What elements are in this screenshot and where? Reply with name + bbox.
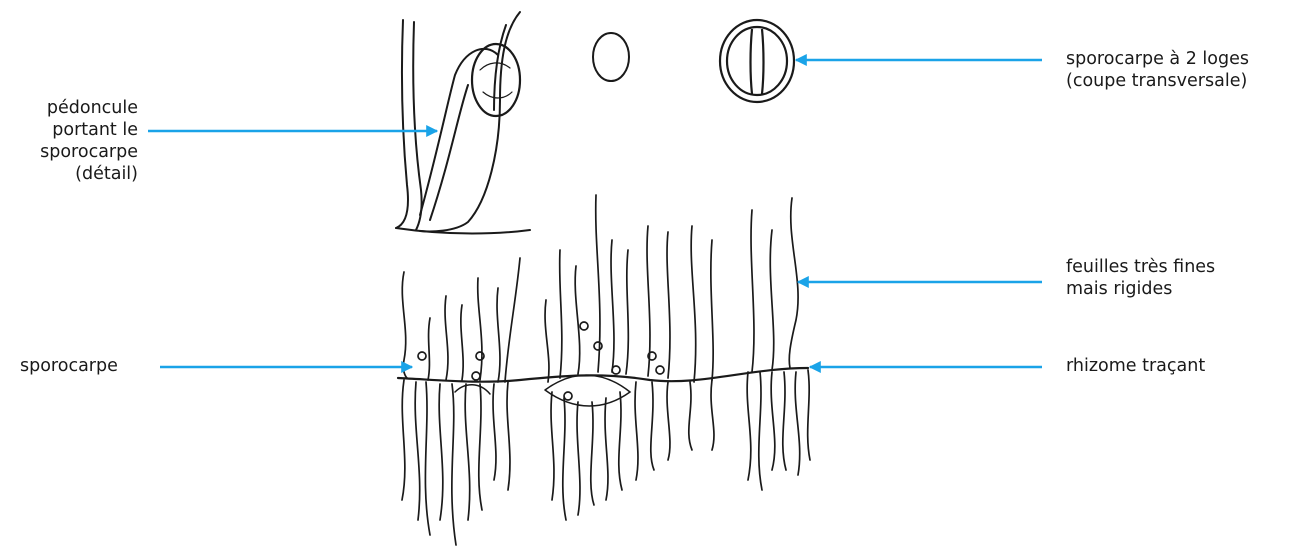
label-peduncle: pédoncule portant le sporocarpe (détail) <box>40 97 138 185</box>
plant-habit-drawing <box>398 195 810 545</box>
label-sporocarp: sporocarpe <box>20 355 118 377</box>
sporocarp-cross-section-drawing <box>720 20 794 102</box>
peduncle-detail-drawing <box>396 12 530 234</box>
rhizome-drawing <box>398 368 808 382</box>
sporocarp-oval-drawing <box>593 33 629 81</box>
label-leaves: feuilles très fines mais rigides <box>1066 256 1215 300</box>
label-rhizome: rhizome traçant <box>1066 355 1205 377</box>
label-sporocarp-section: sporocarpe à 2 loges (coupe transversale… <box>1066 48 1249 92</box>
